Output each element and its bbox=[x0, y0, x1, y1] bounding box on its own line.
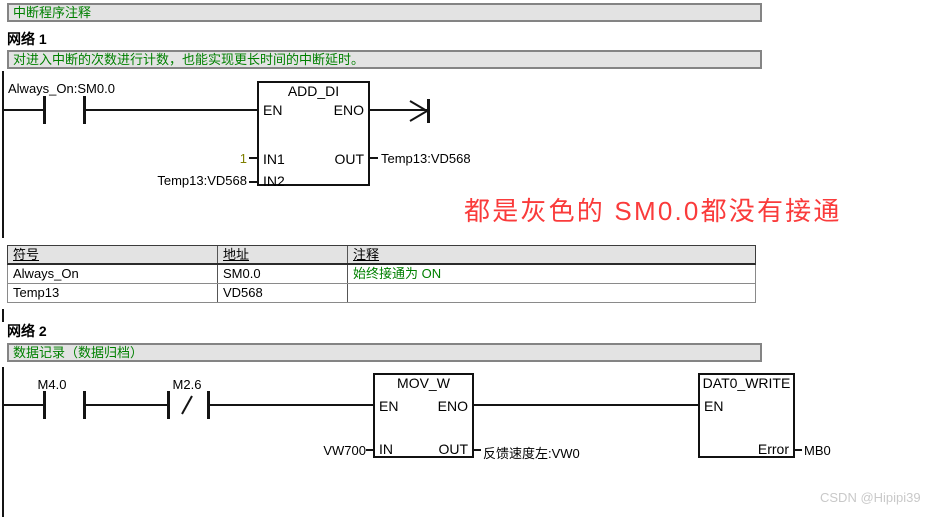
contact-bar[interactable] bbox=[83, 391, 86, 419]
mov-w-eno: ENO bbox=[437, 398, 468, 414]
network1-label: 网络 1 bbox=[7, 31, 47, 47]
mov-w-out-operand[interactable]: 反馈速度左:VW0 bbox=[483, 446, 580, 461]
add-di-title: ADD_DI bbox=[287, 83, 340, 99]
add-di-box[interactable]: ADD_DI EN ENO IN1 OUT IN2 bbox=[257, 81, 370, 189]
annotation-text: 都是灰色的 SM0.0都没有接通 bbox=[464, 196, 842, 226]
power-rail bbox=[2, 367, 4, 517]
nc-contact-slash-icon bbox=[181, 395, 193, 415]
wire bbox=[370, 109, 427, 111]
param-tick bbox=[249, 181, 257, 183]
wire bbox=[210, 404, 373, 406]
contact-bar[interactable] bbox=[83, 96, 86, 124]
header-comment: 注释 bbox=[347, 246, 755, 263]
power-rail bbox=[2, 71, 4, 238]
add-di-in1-operand[interactable]: 1 bbox=[239, 151, 247, 166]
param-tick bbox=[249, 157, 257, 159]
wire bbox=[2, 404, 43, 406]
mov-w-in-operand[interactable]: VW700 bbox=[323, 443, 366, 458]
mov-w-box[interactable]: MOV_W EN ENO IN OUT bbox=[373, 373, 474, 458]
param-tick bbox=[795, 449, 802, 451]
header-symbol: 符号 bbox=[13, 247, 40, 262]
cell-comment bbox=[347, 284, 755, 302]
symbol-table: 符号 地址 注释 Always_On SM0.0 始终接通为 ON Temp13… bbox=[7, 245, 756, 303]
contact-operand-m4-0[interactable]: M4.0 bbox=[37, 377, 67, 392]
dat0-write-title: DAT0_WRITE bbox=[702, 375, 791, 391]
watermark: CSDN @Hipipi39 bbox=[820, 490, 921, 505]
network1-comment-text: 对进入中断的次数进行计数，也能实现更长时间的中断延时。 bbox=[13, 52, 365, 67]
cell-address: SM0.0 bbox=[217, 265, 347, 283]
wire bbox=[474, 404, 698, 406]
dat0-write-box[interactable]: DAT0_WRITE EN Error bbox=[698, 373, 795, 458]
network2-comment-bar[interactable]: 数据记录（数据归档） bbox=[7, 343, 762, 362]
contact-bar[interactable] bbox=[207, 391, 210, 419]
cell-symbol: Temp13 bbox=[13, 285, 60, 300]
add-di-eno: ENO bbox=[333, 102, 364, 118]
header-address: 地址 bbox=[217, 246, 347, 263]
continuation-arrow-icon bbox=[409, 99, 430, 123]
wire bbox=[2, 109, 43, 111]
symbol-table-header: 符号 地址 注释 bbox=[7, 245, 756, 265]
add-di-out-operand[interactable]: Temp13:VD568 bbox=[381, 151, 471, 166]
mov-w-title: MOV_W bbox=[397, 375, 450, 391]
add-di-en: EN bbox=[263, 102, 283, 118]
program-comment-text: 中断程序注释 bbox=[13, 5, 92, 20]
contact-bar[interactable] bbox=[43, 391, 46, 419]
param-tick bbox=[474, 449, 481, 451]
add-di-in2: IN2 bbox=[263, 173, 285, 189]
contact-bar[interactable] bbox=[43, 96, 46, 124]
contact-bar[interactable] bbox=[167, 391, 170, 419]
contact-operand-m2-6[interactable]: M2.6 bbox=[172, 377, 202, 392]
mov-w-in: IN bbox=[379, 441, 393, 457]
program-comment-bar[interactable]: 中断程序注释 bbox=[7, 3, 762, 22]
cell-symbol: Always_On bbox=[13, 266, 79, 281]
table-row: Always_On SM0.0 始终接通为 ON bbox=[7, 265, 756, 284]
network2-label: 网络 2 bbox=[7, 323, 47, 339]
param-tick bbox=[370, 157, 378, 159]
network2-comment-text: 数据记录（数据归档） bbox=[13, 345, 144, 360]
dat0-write-en: EN bbox=[704, 398, 724, 414]
table-row: Temp13 VD568 bbox=[7, 284, 756, 303]
add-di-in1: IN1 bbox=[263, 151, 285, 167]
network1-comment-bar[interactable]: 对进入中断的次数进行计数，也能实现更长时间的中断延时。 bbox=[7, 50, 762, 69]
cell-address: VD568 bbox=[217, 284, 347, 302]
mov-w-en: EN bbox=[379, 398, 399, 414]
power-rail bbox=[2, 309, 4, 322]
cell-comment: 始终接通为 ON bbox=[347, 265, 755, 283]
contact-operand-always-on[interactable]: Always_On:SM0.0 bbox=[8, 81, 115, 96]
dat0-write-error-operand[interactable]: MB0 bbox=[804, 443, 831, 458]
dat0-write-error: Error bbox=[757, 441, 789, 457]
param-tick bbox=[366, 449, 373, 451]
add-di-out: OUT bbox=[334, 151, 364, 167]
wire bbox=[86, 109, 257, 111]
mov-w-out: OUT bbox=[438, 441, 468, 457]
add-di-in2-operand[interactable]: Temp13:VD568 bbox=[157, 173, 247, 188]
wire bbox=[86, 404, 167, 406]
